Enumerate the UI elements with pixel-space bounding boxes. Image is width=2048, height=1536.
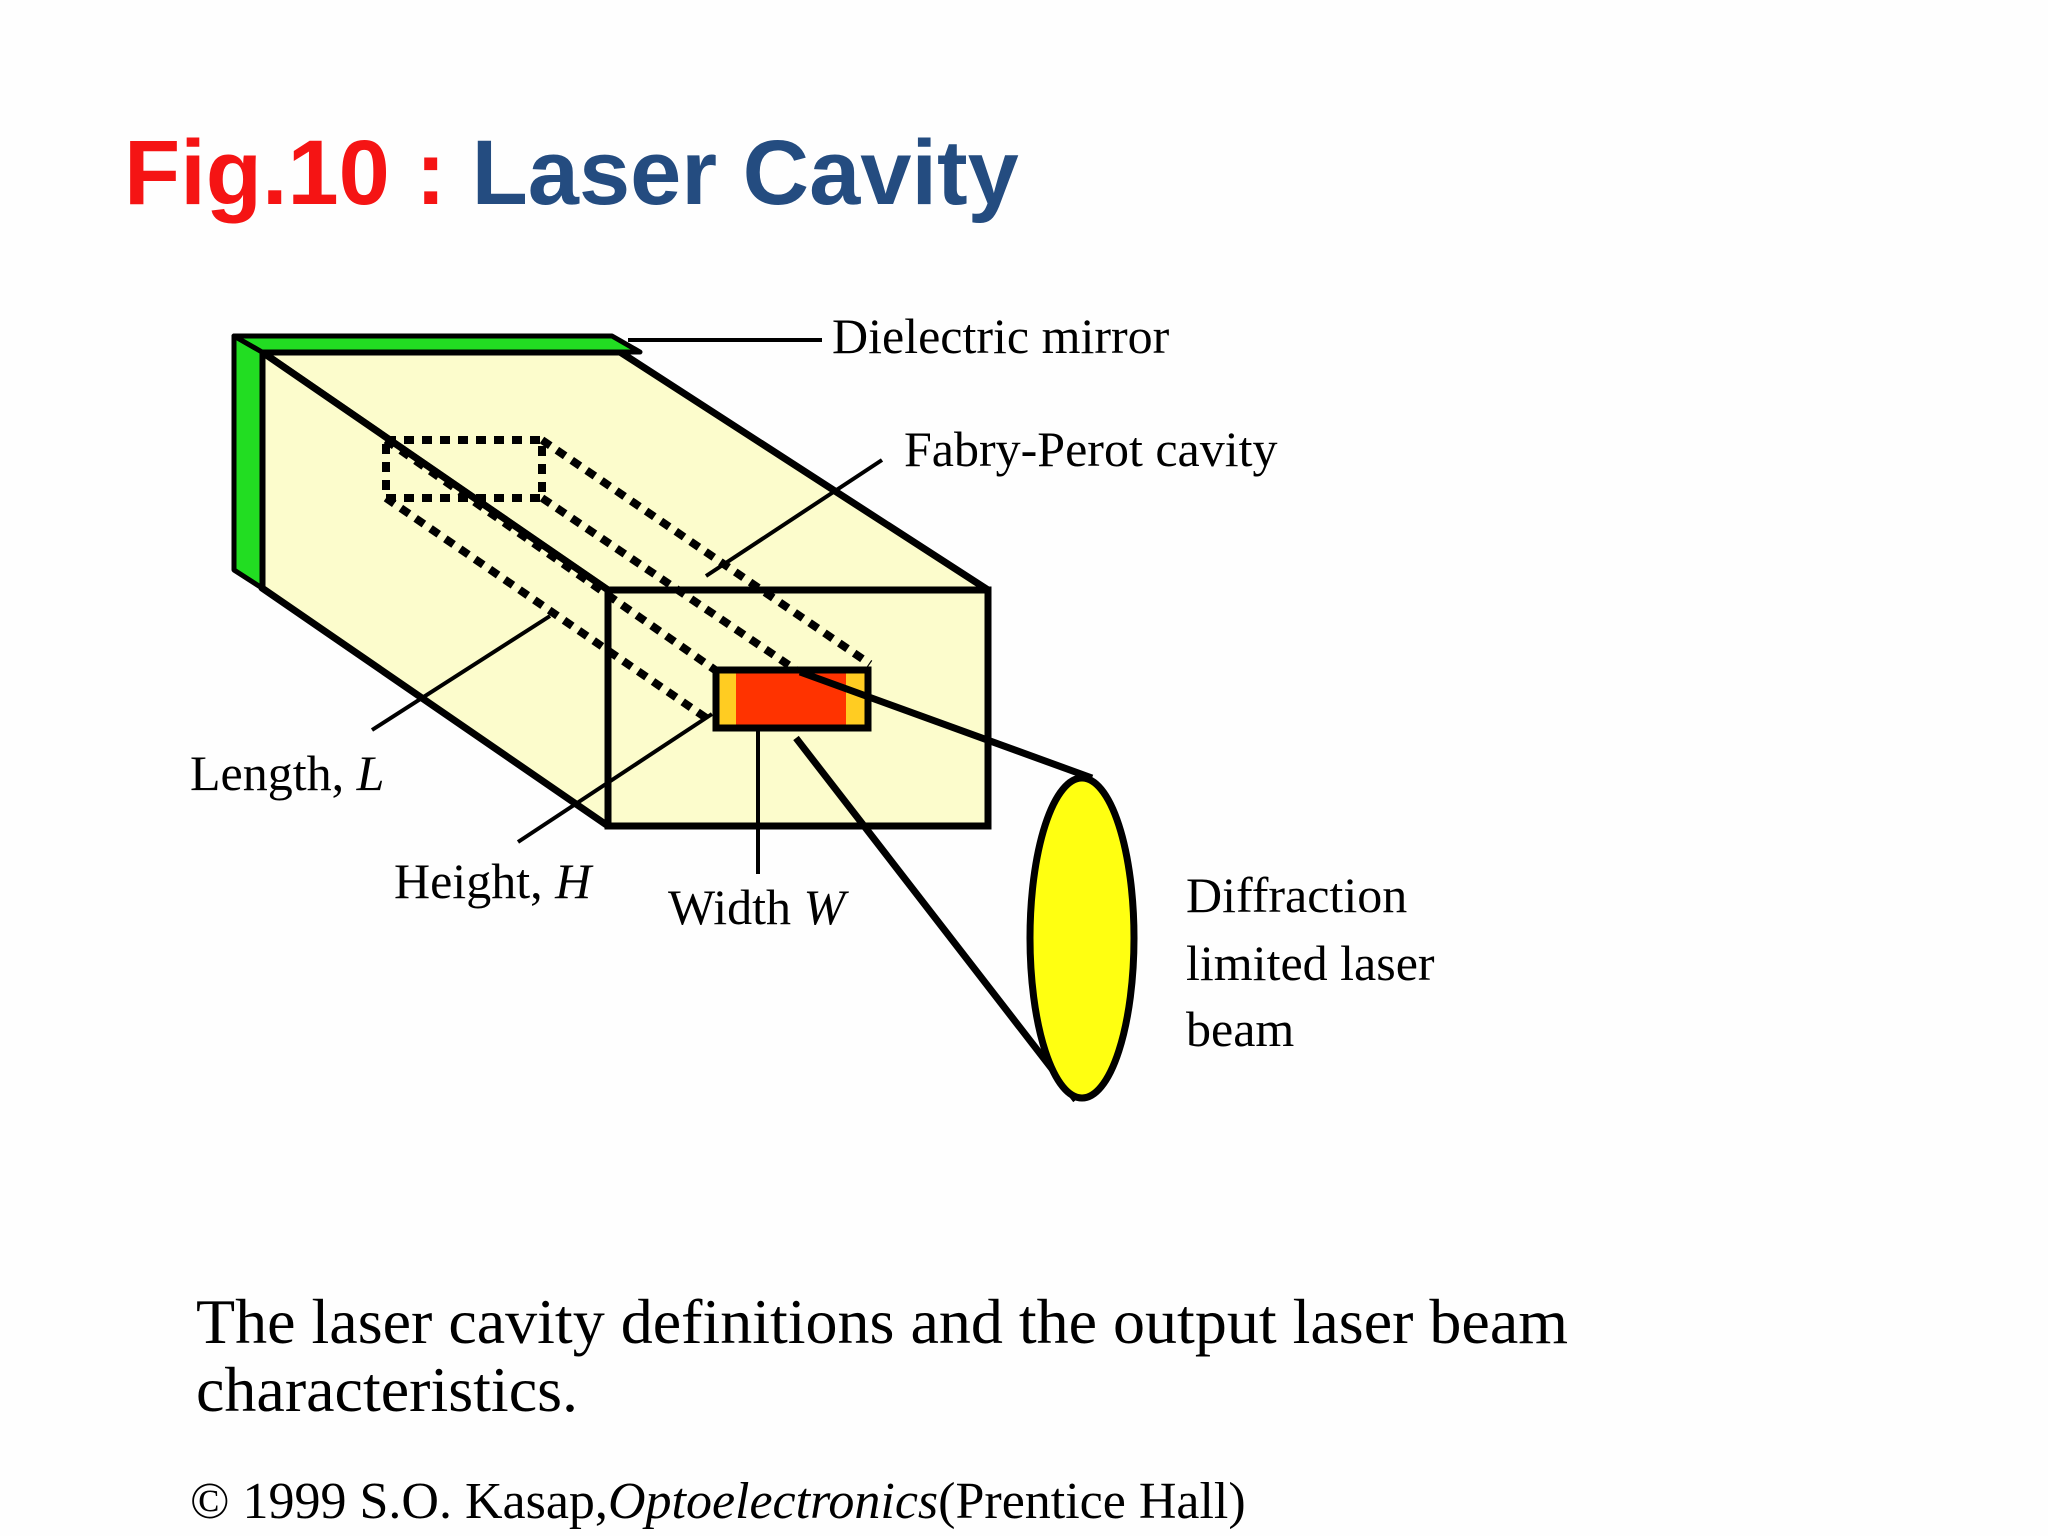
beam-label-line-2: limited laser	[1186, 935, 1435, 991]
dielectric-mirror-side	[231, 333, 265, 591]
dielectric-mirror-label: Dielectric mirror	[832, 308, 1170, 364]
copyright-prefix: © 1999 S.O. Kasap,	[190, 1473, 608, 1530]
height-symbol: H	[554, 853, 594, 909]
fabry-perot-leader	[704, 458, 884, 578]
copyright-notice: © 1999 S.O. Kasap,Optoelectronics(Prenti…	[190, 1470, 1246, 1534]
width-label-text: Width	[668, 879, 803, 935]
width-symbol: W	[803, 879, 849, 935]
laser-beam-spot	[1026, 774, 1138, 1102]
length-symbol: L	[356, 745, 385, 801]
beam-cone-upper	[798, 668, 1094, 782]
beam-label-line-3: beam	[1186, 1001, 1294, 1057]
figure-number: Fig.10 :	[124, 122, 447, 224]
width-label: Width W	[668, 879, 849, 935]
fabry-perot-label: Fabry-Perot cavity	[904, 421, 1278, 477]
beam-label-line-1: Diffraction	[1186, 867, 1407, 923]
copyright-book-title: Optoelectronics	[607, 1473, 939, 1530]
dielectric-mirror-top	[231, 333, 643, 355]
height-label-text: Height,	[394, 853, 555, 909]
active-region	[736, 670, 846, 728]
length-leader	[370, 614, 552, 732]
copyright-publisher: (Prentice Hall)	[938, 1473, 1246, 1530]
slide-title: Fig.10 : Laser Cavity	[124, 118, 1019, 228]
length-label-text: Length,	[190, 745, 357, 801]
height-label: Height, H	[394, 853, 594, 909]
beam-cone-lower	[793, 735, 1079, 1103]
figure-title: Laser Cavity	[471, 122, 1019, 224]
figure-caption: The laser cavity definitions and the out…	[196, 1286, 1568, 1425]
height-leader	[516, 712, 714, 844]
length-label: Length, L	[190, 745, 384, 801]
